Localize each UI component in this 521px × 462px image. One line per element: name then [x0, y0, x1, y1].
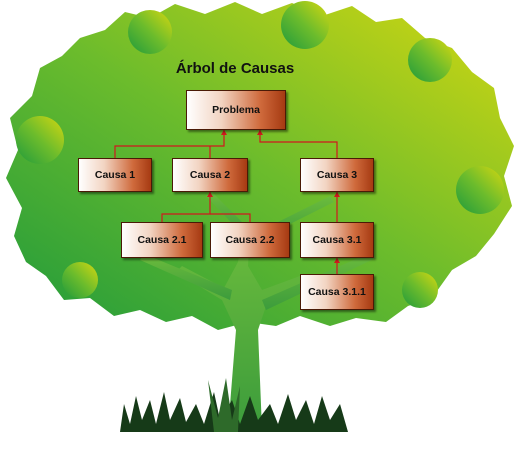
node-causa-3: Causa 3: [300, 158, 374, 192]
node-causa-2-2: Causa 2.2: [210, 222, 290, 258]
node-causa-2-1: Causa 2.1: [121, 222, 203, 258]
grass: [120, 378, 348, 432]
node-causa-2: Causa 2: [172, 158, 248, 192]
node-causa-3-1-1: Causa 3.1.1: [300, 274, 374, 310]
node-problema: Problema: [186, 90, 286, 130]
node-causa-3-1: Causa 3.1: [300, 222, 374, 258]
node-causa-1: Causa 1: [78, 158, 152, 192]
diagram-title: Árbol de Causas: [175, 60, 295, 77]
